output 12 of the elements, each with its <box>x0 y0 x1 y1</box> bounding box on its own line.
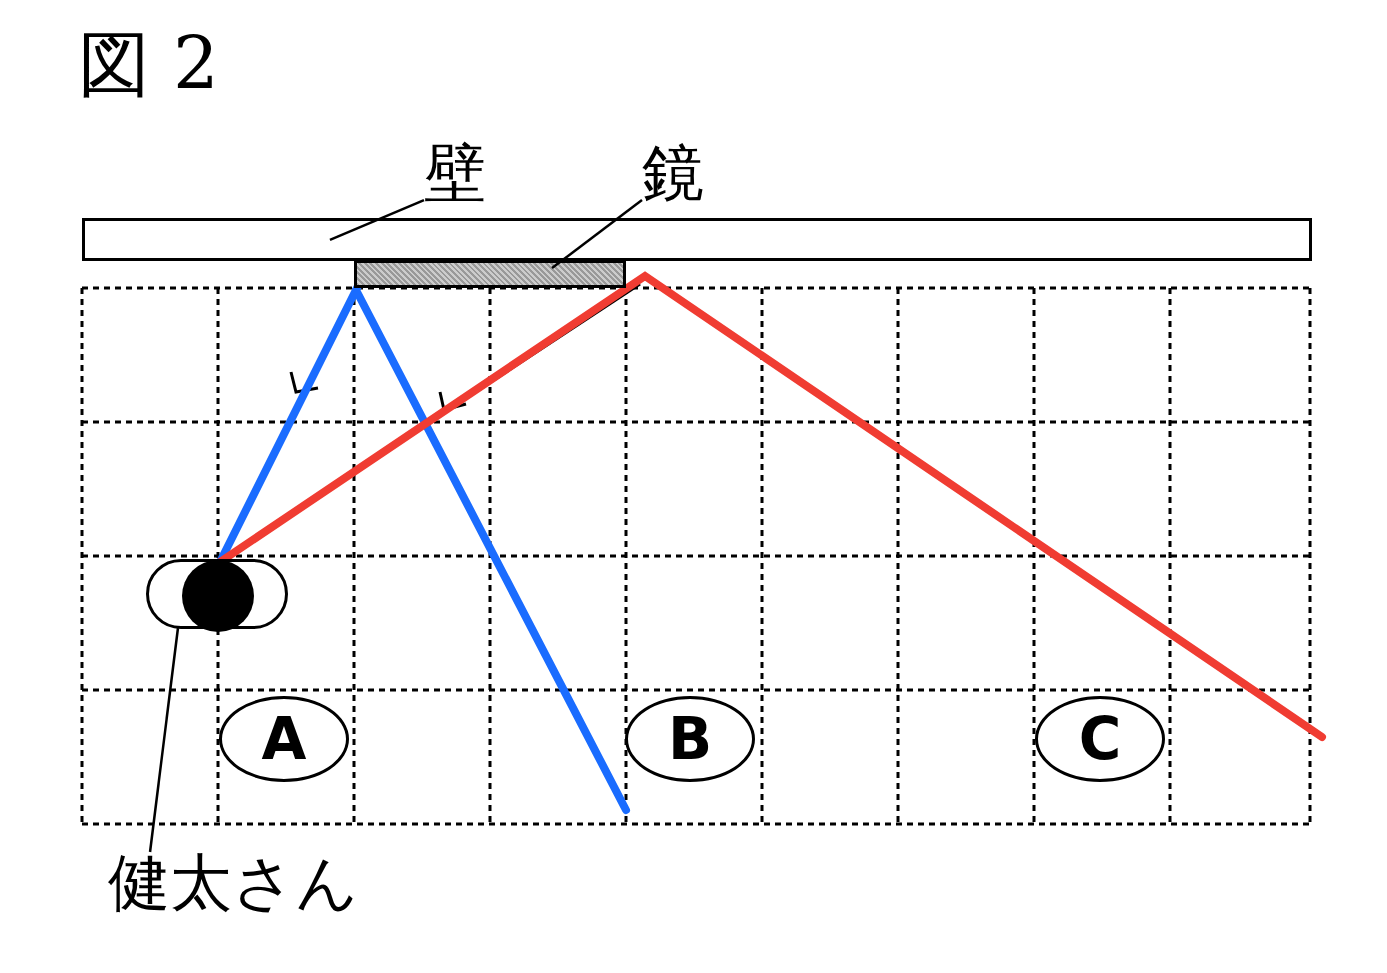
callout-label: 鏡 <box>642 142 716 212</box>
leader-line <box>148 627 180 853</box>
callout-label: 健太さん <box>108 852 398 922</box>
mirror-bar <box>354 260 626 288</box>
wall-bar <box>82 218 1312 261</box>
callout-label: 壁 <box>424 142 498 212</box>
position-label: B <box>625 696 755 782</box>
figure-title: 図 2 <box>78 28 219 100</box>
position-label: A <box>219 696 349 782</box>
leader-line <box>551 199 643 270</box>
leader-line <box>329 198 425 242</box>
position-label: C <box>1035 696 1165 782</box>
